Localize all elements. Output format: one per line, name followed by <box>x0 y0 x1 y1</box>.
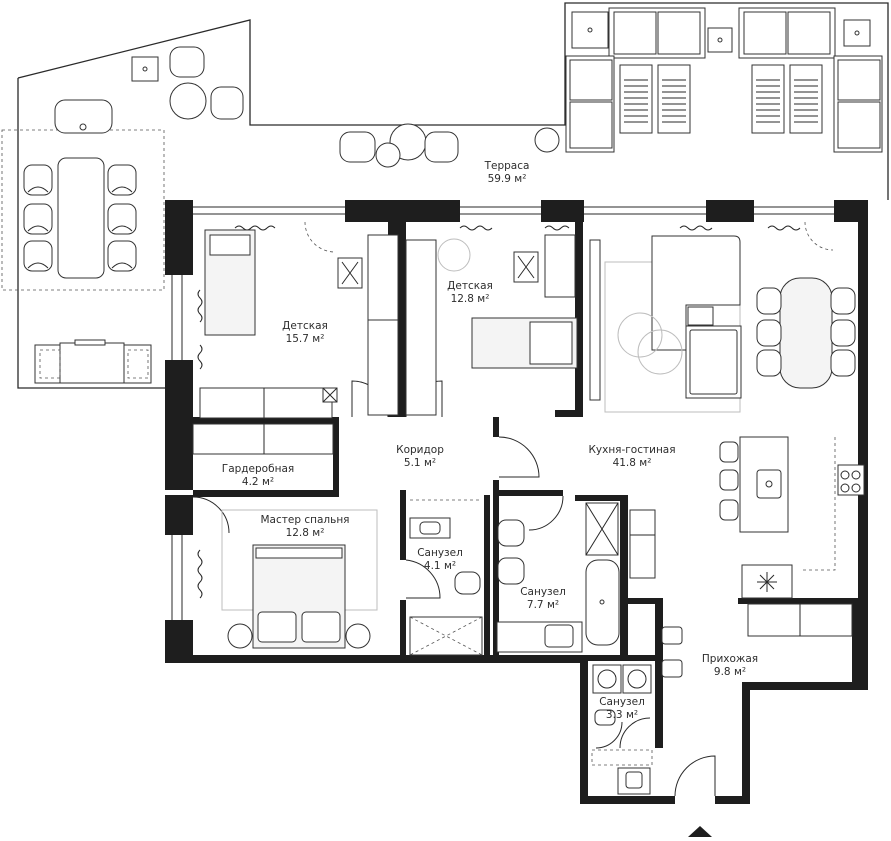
room-label-bathroom-2: Санузел 7.7 м² <box>520 586 566 612</box>
terrace-sunbeds <box>619 64 823 134</box>
room-name: Кухня-гостиная <box>588 444 676 456</box>
room-name: Мастер спальня <box>260 514 350 526</box>
terrace-outline <box>1 2 889 389</box>
bathroom-1-fixtures <box>409 499 483 656</box>
room-label-bathroom-3: Санузел 3.3 м² <box>599 696 645 722</box>
room-area: 5.1 м² <box>403 457 437 469</box>
room-name: Гардеробная <box>221 463 295 475</box>
room-label-master-bedroom: Мастер спальня 12.8 м² <box>261 514 350 540</box>
room-label-wardrobe: Гардеробная 4.2 м² <box>222 463 294 489</box>
room-area: 12.8 м² <box>285 527 325 539</box>
wardrobe-furniture <box>192 423 334 455</box>
terrace-chairs <box>23 164 137 272</box>
kitchen-furniture <box>719 436 865 637</box>
room-name: Санузел <box>520 586 566 598</box>
room-area: 15.7 м² <box>285 333 325 345</box>
room-area: 4.2 м² <box>241 476 275 488</box>
room-label-terrace: Терраса 59.9 м² <box>485 160 530 186</box>
room-name: Коридор <box>396 444 444 456</box>
kids-room-1-furniture <box>197 229 399 419</box>
terrace-lounge-set <box>131 46 244 120</box>
kids-room-2-furniture <box>405 234 578 416</box>
master-bedroom-furniture <box>221 509 378 649</box>
room-name: Прихожая <box>701 653 759 665</box>
living-room-furniture <box>589 235 856 413</box>
room-label-hall: Прихожая 9.8 м² <box>702 653 758 679</box>
bathroom-2-fixtures <box>496 502 656 653</box>
curtains <box>197 225 801 599</box>
walls <box>165 200 868 804</box>
room-area: 7.7 м² <box>526 599 560 611</box>
hall-furniture <box>661 626 683 678</box>
terrace-sofa <box>34 339 152 384</box>
room-label-corridor: Коридор 5.1 м² <box>396 444 444 470</box>
room-area: 4.1 м² <box>423 560 457 572</box>
entrance-arrow-icon <box>688 826 712 837</box>
room-area: 9.8 м² <box>713 666 747 678</box>
terrace-bistro-set <box>339 123 560 168</box>
room-name: Санузел <box>599 696 645 708</box>
room-label-kids-2: Детская 12.8 м² <box>447 280 493 306</box>
room-area: 12.8 м² <box>450 293 490 305</box>
room-name: Детская <box>282 320 328 332</box>
bathroom-3-fixtures <box>591 664 653 795</box>
room-name: Терраса <box>484 160 530 172</box>
room-area: 41.8 м² <box>612 457 652 469</box>
room-area: 59.9 м² <box>487 173 527 185</box>
room-name: Санузел <box>417 547 463 559</box>
room-label-kids-1: Детская 15.7 м² <box>282 320 328 346</box>
room-name: Детская <box>447 280 493 292</box>
room-label-bathroom-1: Санузел 4.1 м² <box>417 547 463 573</box>
room-area: 3.3 м² <box>605 709 639 721</box>
room-label-kitchen-living: Кухня-гостиная 41.8 м² <box>588 444 675 470</box>
terrace-lounge-sofas <box>565 7 883 153</box>
terrace-dining-table <box>54 99 113 279</box>
